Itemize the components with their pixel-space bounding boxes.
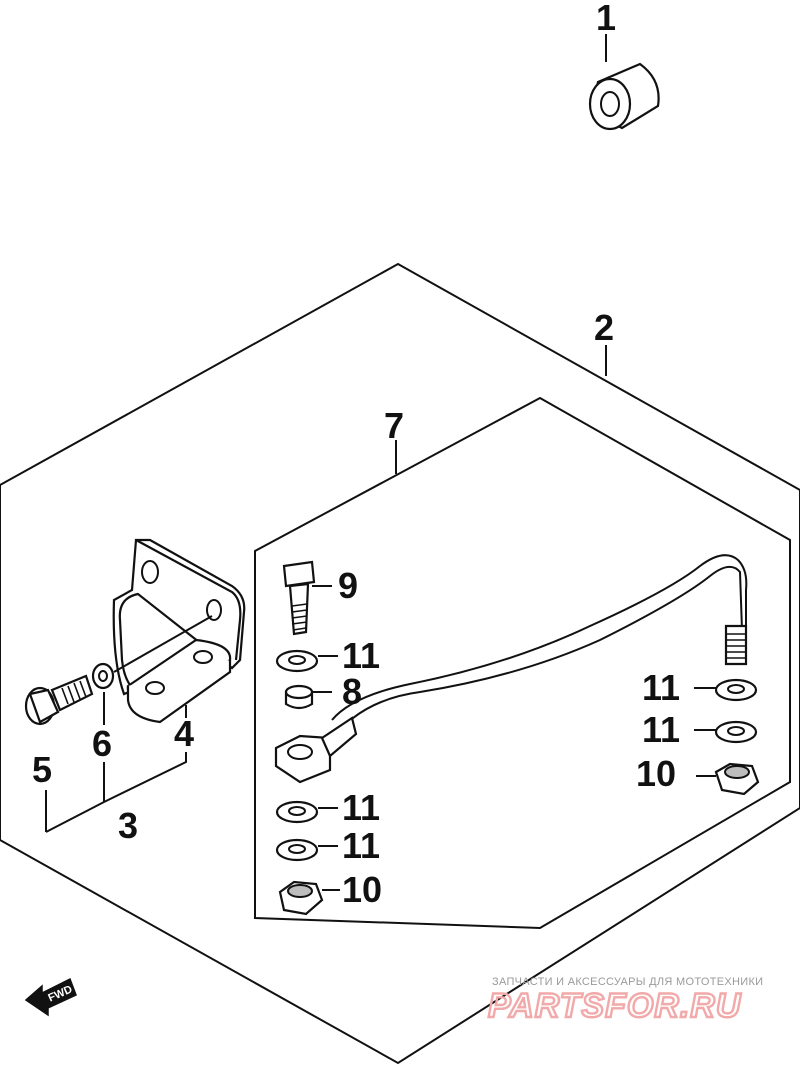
callout-2: 2 <box>594 307 614 348</box>
part-11-washer-b <box>714 678 758 702</box>
part-4-bracket <box>112 538 246 724</box>
callout-9: 9 <box>338 565 358 606</box>
fwd-marker: FWD <box>24 977 77 1017</box>
callout-5: 5 <box>32 749 52 790</box>
part-6-washer <box>91 662 115 690</box>
callout-8: 8 <box>342 671 362 712</box>
leader-3-bracket <box>45 752 187 833</box>
callout-11a: 11 <box>342 635 380 676</box>
callout-10a: 10 <box>636 753 676 794</box>
watermark-tagline: ЗАПЧАСТИ И АКСЕССУАРЫ ДЛЯ МОТОТЕХНИКИ <box>492 976 763 988</box>
kit-outline-2 <box>0 262 800 1065</box>
watermark: ЗАПЧАСТИ И АКСЕССУАРЫ ДЛЯ МОТОТЕХНИКИ PA… <box>487 976 763 1026</box>
part-11-washer-c <box>714 720 758 744</box>
part-9-bolt <box>282 560 316 636</box>
watermark-brand: PARTSFOR.RU <box>488 987 742 1025</box>
callout-6: 6 <box>92 723 112 764</box>
part-8-spacer <box>284 684 314 710</box>
callout-1: 1 <box>596 0 616 38</box>
part-1-bushing <box>588 62 660 131</box>
part-10-nut-a <box>714 762 760 796</box>
callout-10b: 10 <box>342 869 382 910</box>
part-7-rod <box>274 554 748 784</box>
part-11-washer-d <box>275 800 319 824</box>
part-5-bolt <box>24 674 94 726</box>
callout-4: 4 <box>174 713 194 754</box>
bolt-axis-line <box>113 615 213 673</box>
part-11-washer-a <box>275 649 319 673</box>
callout-3: 3 <box>118 805 138 846</box>
part-11-washer-e <box>275 838 319 862</box>
callout-11b: 11 <box>642 667 680 708</box>
part-10-nut-b <box>278 880 324 916</box>
callout-11e: 11 <box>342 825 380 866</box>
callout-7: 7 <box>384 405 404 446</box>
arrow-left-icon <box>24 977 77 1017</box>
callout-11d: 11 <box>342 787 380 828</box>
callout-11c: 11 <box>642 709 680 750</box>
kit-outline-7 <box>254 396 791 930</box>
